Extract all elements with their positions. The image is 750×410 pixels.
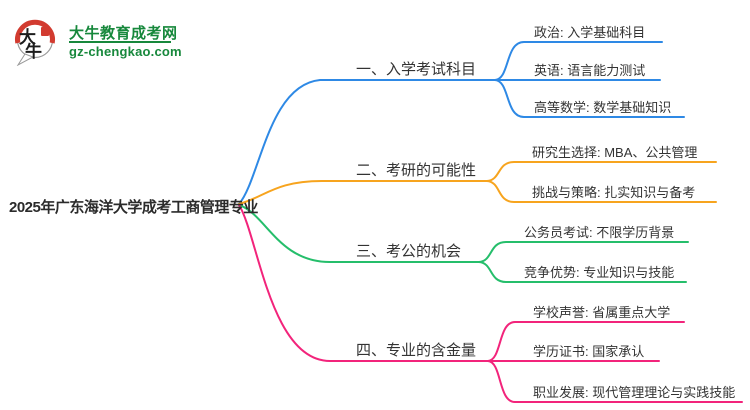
branch-1-child-1: 政治: 入学基础科目 (534, 25, 646, 40)
logo-site-url: gz-chengkao.com (69, 44, 182, 59)
branch-4-label: 四、专业的含金量 (356, 342, 477, 359)
branch-1-child-3-line (494, 79, 685, 118)
central-topic: 2025年广东海洋大学成考工商管理专业 (9, 199, 258, 216)
branch-3-child-1-line (478, 241, 689, 263)
logo-site-name: 大牛教育成考网 (69, 25, 178, 42)
branch-3-child-2: 竞争优势: 专业知识与技能 (524, 265, 675, 280)
branch-1-main-line (238, 79, 661, 205)
branch-1-child-1-line (494, 41, 663, 81)
logo-bull-bubble-icon: 大 牛 (15, 19, 55, 66)
branch-2-main-line (238, 180, 488, 205)
branch-3-child-1: 公务员考试: 不限学历背景 (524, 225, 675, 240)
logo-divider (69, 41, 171, 43)
branch-4-child-1: 学校声誉: 省属重点大学 (533, 305, 671, 320)
branch-2-child-1: 研究生选择: MBA、公共管理 (532, 145, 698, 160)
branch-4-main-line (238, 204, 660, 362)
site-logo[interactable]: 大 牛 大牛教育成考网 gz-chengkao.com (12, 16, 182, 66)
branch-1-label: 一、入学考试科目 (356, 61, 477, 78)
svg-text:牛: 牛 (25, 41, 42, 61)
branch-4-child-3-line (487, 360, 743, 403)
branch-1-child-3: 高等数学: 数学基础知识 (534, 100, 672, 115)
branch-2-child-2-line (486, 180, 717, 203)
branch-2-child-1-line (486, 161, 717, 182)
branch-4-child-1-line (487, 321, 685, 362)
branch-3-label: 三、考公的机会 (356, 243, 462, 260)
branch-3-main-line (238, 204, 480, 263)
branch-3-child-2-line (478, 261, 687, 283)
branch-4-child-3: 职业发展: 现代管理理论与实践技能 (533, 385, 736, 400)
branch-1-child-2: 英语: 语言能力测试 (534, 63, 646, 78)
svg-text:大: 大 (19, 27, 36, 47)
branch-2-child-2: 挑战与策略: 扎实知识与备考 (532, 185, 696, 200)
branch-2-label: 二、考研的可能性 (356, 162, 477, 179)
branch-4-child-2: 学历证书: 国家承认 (533, 344, 645, 359)
